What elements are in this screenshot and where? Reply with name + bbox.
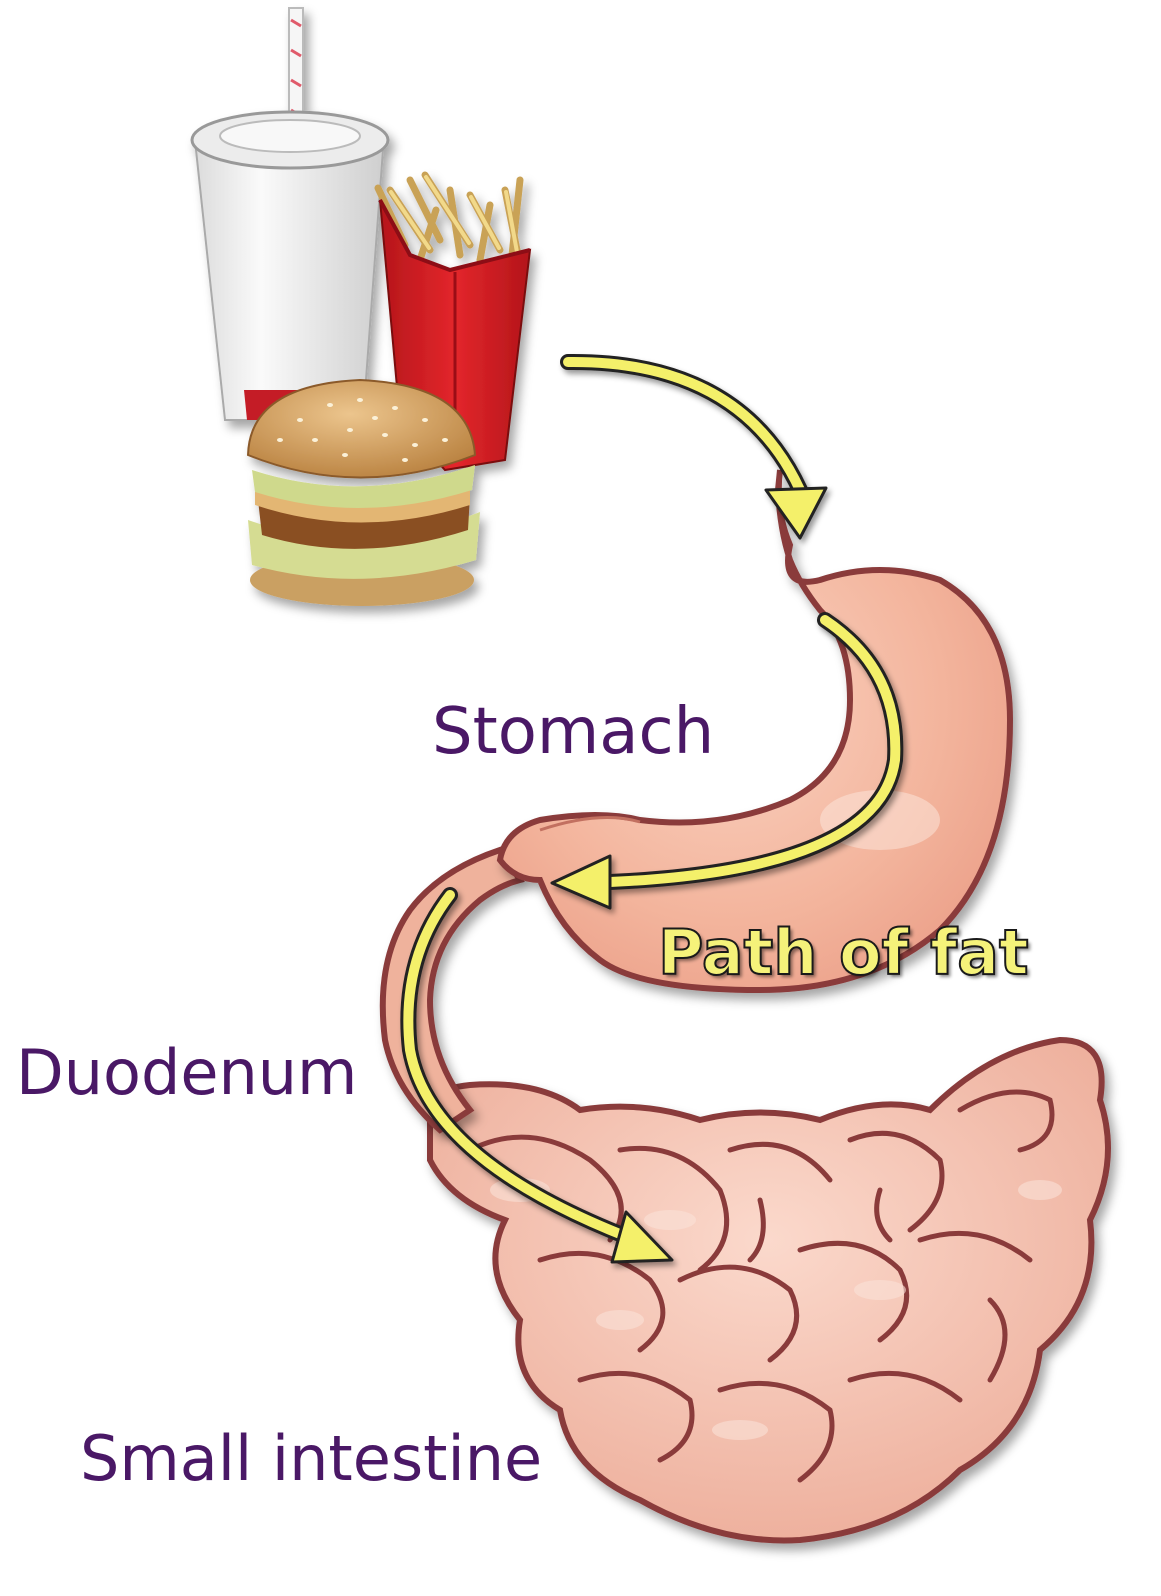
arrow-through-stomach bbox=[550, 612, 904, 910]
duodenum-label: Duodenum bbox=[16, 1036, 358, 1109]
stomach-label: Stomach bbox=[432, 695, 715, 769]
small-intestine-label: Small intestine bbox=[80, 1422, 543, 1495]
arrow-to-small-intestine bbox=[400, 887, 674, 1264]
arrow-food-to-stomach bbox=[560, 353, 828, 540]
fast-food-meal-icon bbox=[190, 7, 532, 606]
path-of-fat-arrows bbox=[400, 353, 904, 1264]
small-intestine-illustration bbox=[425, 1036, 1111, 1544]
drink-cup bbox=[190, 7, 390, 421]
burger bbox=[246, 378, 480, 606]
path-of-fat-label: Path of fat bbox=[657, 916, 1030, 989]
